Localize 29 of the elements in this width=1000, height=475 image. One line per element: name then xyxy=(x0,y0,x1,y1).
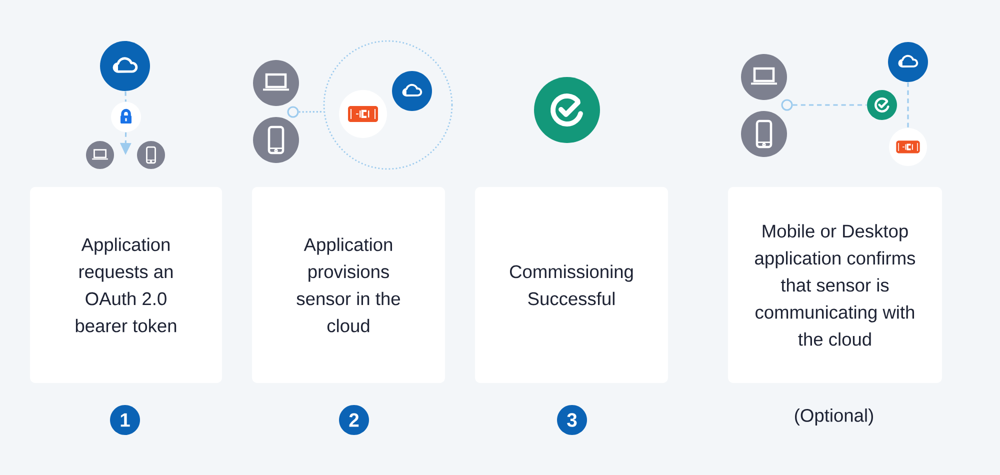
step-number: 3 xyxy=(557,405,587,435)
step-number: 1 xyxy=(110,405,140,435)
sensor-icon xyxy=(339,90,387,138)
phone-icon xyxy=(253,117,299,163)
connector-ring xyxy=(287,106,299,118)
step-number: 2 xyxy=(339,405,369,435)
connector-line xyxy=(124,91,126,102)
lock-icon xyxy=(111,102,141,132)
cloud-icon xyxy=(100,41,150,91)
step-card: Mobile or Desktop application confirms that sensor is communicating with the cloud xyxy=(728,187,942,383)
check-icon xyxy=(534,77,600,143)
phone-icon xyxy=(741,111,787,157)
cloud-icon xyxy=(392,71,432,111)
connector-line xyxy=(298,110,324,113)
check-icon xyxy=(867,90,897,120)
note-text: (Optional) xyxy=(795,408,873,426)
step-card: Application provisions sensor in the cloud xyxy=(252,187,445,383)
dotted-circle xyxy=(323,40,453,170)
connector-line xyxy=(792,104,867,106)
laptop-icon xyxy=(741,54,787,100)
phone-icon xyxy=(137,141,165,169)
step-card: Commissioning Successful xyxy=(475,187,668,383)
connector-line xyxy=(907,82,909,128)
laptop-icon xyxy=(86,141,114,169)
cloud-icon xyxy=(888,42,928,82)
laptop-icon xyxy=(253,60,299,106)
connector-ring xyxy=(781,99,793,111)
step-card: Application requests an OAuth 2.0 bearer token xyxy=(30,187,222,383)
sensor-icon xyxy=(889,128,927,166)
